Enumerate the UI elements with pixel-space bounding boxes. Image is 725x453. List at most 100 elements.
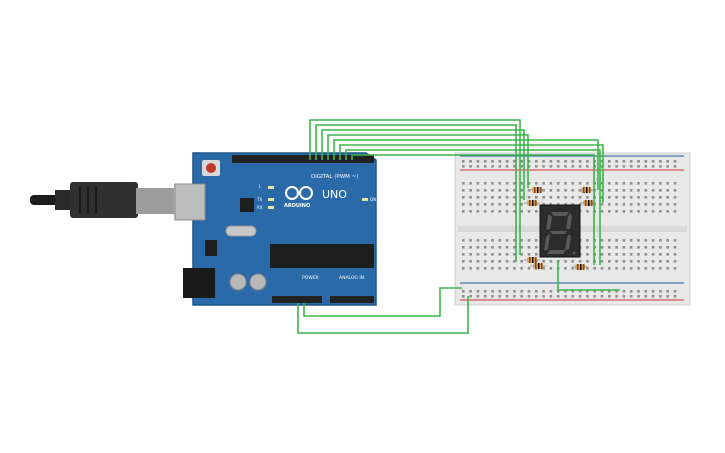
breadboard-hole[interactable]: [637, 267, 640, 270]
breadboard-hole[interactable]: [586, 239, 589, 242]
breadboard-hole[interactable]: [637, 295, 640, 298]
breadboard-hole[interactable]: [483, 267, 487, 270]
breadboard-hole[interactable]: [491, 267, 494, 270]
breadboard-hole[interactable]: [586, 160, 589, 163]
breadboard-hole[interactable]: [469, 203, 472, 206]
breadboard-hole[interactable]: [629, 165, 633, 168]
breadboard-hole[interactable]: [549, 260, 553, 263]
breadboard-hole[interactable]: [462, 160, 465, 163]
breadboard-hole[interactable]: [615, 210, 618, 213]
breadboard-hole[interactable]: [586, 260, 589, 263]
breadboard-hole[interactable]: [586, 165, 589, 168]
breadboard-hole[interactable]: [469, 239, 472, 242]
breadboard-hole[interactable]: [586, 267, 589, 270]
breadboard-hole[interactable]: [513, 160, 516, 163]
breadboard-hole[interactable]: [476, 196, 480, 199]
breadboard-hole[interactable]: [571, 196, 575, 199]
breadboard-hole[interactable]: [651, 246, 655, 249]
breadboard-hole[interactable]: [462, 260, 465, 263]
breadboard-hole[interactable]: [527, 160, 531, 163]
breadboard-hole[interactable]: [513, 239, 516, 242]
breadboard-hole[interactable]: [622, 239, 626, 242]
breadboard-hole[interactable]: [593, 267, 596, 270]
breadboard-hole[interactable]: [578, 260, 582, 263]
breadboard-hole[interactable]: [644, 295, 648, 298]
breadboard-hole[interactable]: [571, 290, 575, 293]
breadboard-hole[interactable]: [600, 203, 604, 206]
breadboard-hole[interactable]: [629, 196, 633, 199]
breadboard-hole[interactable]: [491, 210, 494, 213]
breadboard-hole[interactable]: [644, 260, 648, 263]
breadboard-hole[interactable]: [535, 253, 538, 256]
breadboard-hole[interactable]: [644, 160, 648, 163]
breadboard-hole[interactable]: [659, 253, 662, 256]
breadboard-hole[interactable]: [520, 290, 523, 293]
breadboard-hole[interactable]: [505, 246, 509, 249]
breadboard-hole[interactable]: [651, 253, 655, 256]
breadboard-hole[interactable]: [637, 160, 640, 163]
breadboard-hole[interactable]: [659, 290, 662, 293]
breadboard-hole[interactable]: [651, 189, 655, 192]
breadboard-hole[interactable]: [564, 290, 567, 293]
breadboard-hole[interactable]: [505, 267, 509, 270]
breadboard-hole[interactable]: [542, 290, 545, 293]
breadboard-hole[interactable]: [483, 246, 487, 249]
breadboard-hole[interactable]: [578, 203, 582, 206]
breadboard-hole[interactable]: [564, 295, 567, 298]
breadboard-hole[interactable]: [608, 239, 611, 242]
breadboard-hole[interactable]: [622, 290, 626, 293]
breadboard-hole[interactable]: [615, 196, 618, 199]
breadboard-hole[interactable]: [586, 196, 589, 199]
breadboard-hole[interactable]: [520, 182, 523, 185]
breadboard-hole[interactable]: [513, 196, 516, 199]
breadboard-hole[interactable]: [673, 165, 677, 168]
breadboard-hole[interactable]: [527, 290, 531, 293]
breadboard-hole[interactable]: [608, 182, 611, 185]
breadboard-hole[interactable]: [535, 160, 538, 163]
breadboard-hole[interactable]: [637, 290, 640, 293]
breadboard-hole[interactable]: [549, 267, 553, 270]
breadboard-hole[interactable]: [527, 239, 531, 242]
breadboard-hole[interactable]: [600, 182, 604, 185]
breadboard-hole[interactable]: [476, 203, 480, 206]
breadboard-hole[interactable]: [535, 182, 538, 185]
breadboard-hole[interactable]: [462, 203, 465, 206]
breadboard-hole[interactable]: [651, 210, 655, 213]
breadboard-hole[interactable]: [476, 210, 480, 213]
breadboard-hole[interactable]: [520, 246, 523, 249]
breadboard-hole[interactable]: [593, 290, 596, 293]
breadboard-hole[interactable]: [564, 203, 567, 206]
breadboard-hole[interactable]: [629, 203, 633, 206]
breadboard-hole[interactable]: [622, 203, 626, 206]
breadboard-hole[interactable]: [666, 203, 669, 206]
breadboard-hole[interactable]: [673, 260, 677, 263]
breadboard-hole[interactable]: [615, 253, 618, 256]
breadboard-hole[interactable]: [659, 295, 662, 298]
breadboard-hole[interactable]: [556, 290, 560, 293]
breadboard-hole[interactable]: [637, 239, 640, 242]
breadboard-hole[interactable]: [498, 165, 502, 168]
breadboard-hole[interactable]: [469, 210, 472, 213]
breadboard-hole[interactable]: [520, 267, 523, 270]
breadboard-hole[interactable]: [527, 295, 531, 298]
breadboard-hole[interactable]: [564, 260, 567, 263]
breadboard-hole[interactable]: [629, 260, 633, 263]
breadboard-hole[interactable]: [600, 210, 604, 213]
breadboard-hole[interactable]: [535, 165, 538, 168]
breadboard-hole[interactable]: [615, 239, 618, 242]
breadboard-hole[interactable]: [666, 189, 669, 192]
breadboard-hole[interactable]: [586, 290, 589, 293]
breadboard-hole[interactable]: [527, 246, 531, 249]
breadboard-hole[interactable]: [498, 246, 502, 249]
breadboard-hole[interactable]: [666, 267, 669, 270]
breadboard-hole[interactable]: [629, 290, 633, 293]
breadboard-hole[interactable]: [600, 260, 604, 263]
breadboard-hole[interactable]: [651, 267, 655, 270]
breadboard-hole[interactable]: [483, 203, 487, 206]
breadboard-hole[interactable]: [556, 160, 560, 163]
breadboard-hole[interactable]: [513, 267, 516, 270]
breadboard-hole[interactable]: [491, 189, 494, 192]
breadboard-hole[interactable]: [556, 203, 560, 206]
breadboard-hole[interactable]: [637, 246, 640, 249]
breadboard-hole[interactable]: [498, 253, 502, 256]
